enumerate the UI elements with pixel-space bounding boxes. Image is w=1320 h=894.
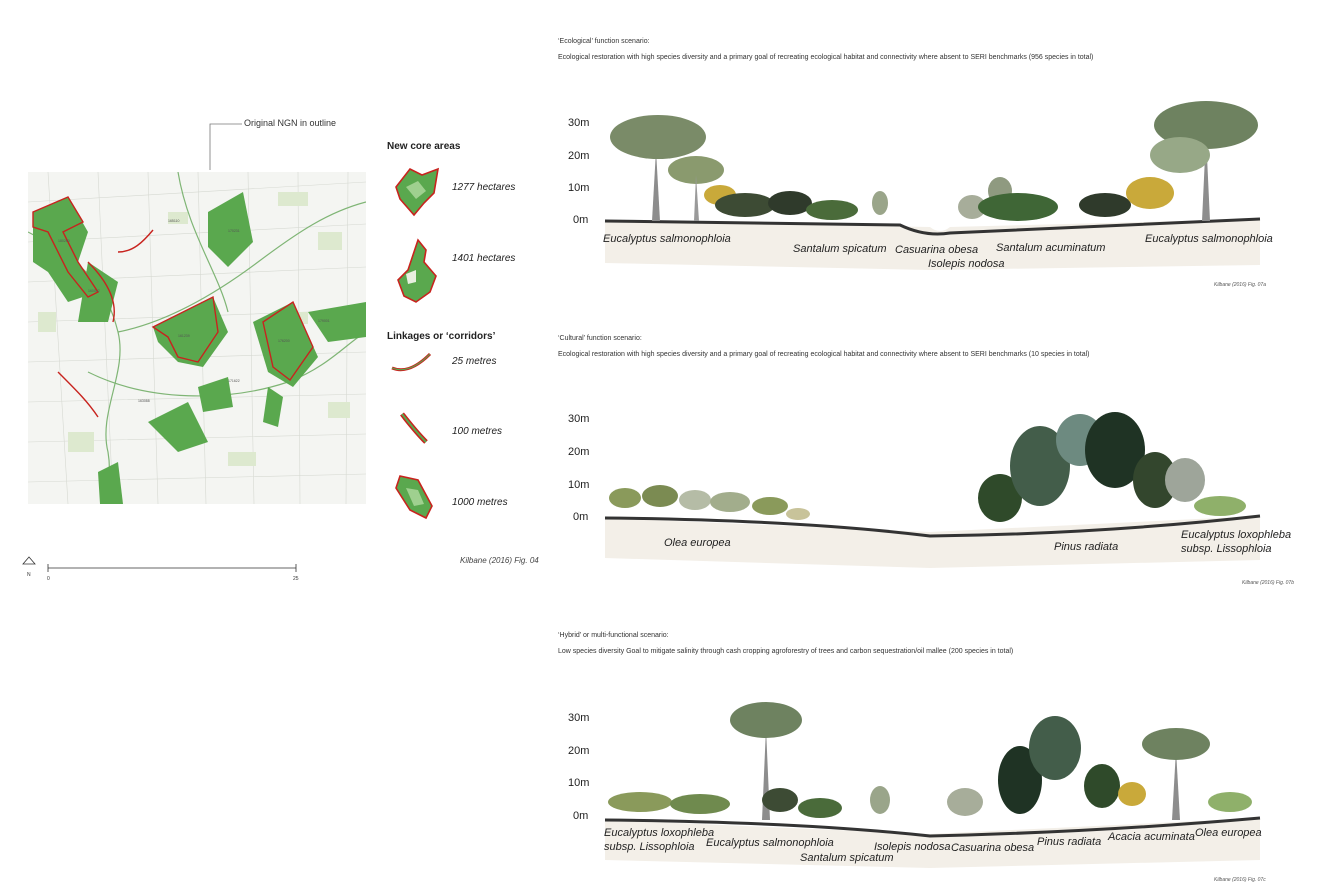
y-label-0m: 0m [573, 214, 589, 226]
species-label: Olea europea [664, 537, 731, 549]
figure-credit: Kilbane (2016) Fig. 07c [1214, 877, 1266, 883]
species-label: Eucalyptus loxophleba [1181, 529, 1292, 541]
callout-leader [209, 123, 242, 170]
legend-linkage-heading: Linkages or ‘corridors’ [387, 331, 496, 342]
species-label: Santalum spicatum [800, 852, 894, 864]
linkage-label-100m: 100 metres [452, 426, 503, 437]
y-label-10m: 10m [568, 777, 590, 789]
ngn-map[interactable]: 180250 161239 176200 170231 163088 160042 17… [28, 172, 366, 504]
scenario-desc-cultural: Ecological restoration with high species… [558, 351, 1090, 358]
linkage-swatch-25m [391, 352, 432, 372]
map-parcel-ids: 180250 161239 176200 170231 163088 160042 17… [58, 219, 330, 403]
species-label: Santalum spicatum [793, 243, 887, 255]
species-label: Isolepis nodosa [928, 258, 1005, 270]
y-label-20m: 20m [568, 150, 590, 162]
y-label-30m: 30m [568, 117, 590, 129]
trees-hybrid [608, 702, 1252, 820]
svg-text:176200: 176200 [278, 339, 290, 343]
species-label: Eucalyptus loxophleba [604, 827, 715, 839]
legend-core-heading: New core areas [387, 141, 461, 152]
north-label: N [27, 572, 31, 578]
map-credit: Kilbane (2016) Fig. 04 [460, 556, 539, 565]
trees-cultural [609, 412, 1246, 522]
map-paddocks [38, 192, 350, 466]
species-label: Olea europea [1195, 827, 1262, 839]
scale-bar [47, 564, 297, 572]
figure-credit: Kilbane (2016) Fig. 07b [1242, 580, 1294, 586]
y-label-30m: 30m [568, 712, 590, 724]
ground-fill [605, 219, 1260, 270]
svg-text:161239: 161239 [178, 334, 190, 338]
north-arrow-icon [22, 556, 36, 565]
section-cultural [604, 412, 1261, 568]
y-label-10m: 10m [568, 479, 590, 491]
map-creeks [28, 172, 366, 504]
y-label-30m: 30m [568, 413, 590, 425]
species-label: Casuarina obesa [951, 842, 1035, 854]
y-label-0m: 0m [573, 511, 589, 523]
section-hybrid [604, 702, 1261, 868]
species-label: Acacia acuminata [1108, 831, 1195, 843]
svg-text:170231: 170231 [228, 229, 240, 233]
species-label: subsp. Lissophloia [604, 841, 695, 853]
species-label: Eucalyptus salmonophloia [706, 837, 834, 849]
map-callout: Original NGN in outline [244, 118, 337, 128]
species-label: Pinus radiata [1037, 836, 1102, 848]
species-label: Pinus radiata [1054, 541, 1119, 553]
species-label: Eucalyptus salmonophloia [603, 233, 731, 245]
svg-text:160042: 160042 [88, 289, 100, 293]
svg-text:179001: 179001 [318, 319, 330, 323]
species-label: Isolepis nodosa [874, 841, 951, 853]
scenario-title-ecological: ‘Ecological’ function scenario: [558, 38, 650, 45]
y-label-10m: 10m [568, 182, 590, 194]
figure-credit: Kilbane (2016) Fig. 07a [1214, 282, 1266, 288]
scenario-desc-ecological: Ecological restoration with high species… [558, 54, 1094, 61]
y-label-20m: 20m [568, 745, 590, 757]
svg-text:163088: 163088 [138, 399, 150, 403]
core-swatch-1277 [395, 167, 440, 217]
map-ngn-outline [32, 196, 314, 418]
y-label-0m: 0m [573, 810, 589, 822]
scenario-title-hybrid: ‘Hybrid’ or multi-functional scenario: [558, 632, 669, 639]
ground-line [604, 816, 1261, 838]
scenario-desc-hybrid: Low species diversity Goal to mitigate s… [558, 648, 1014, 655]
map-graphic: 180250 161239 176200 170231 163088 160042 17… [28, 172, 366, 504]
linkage-swatch-1000m [395, 475, 433, 520]
svg-text:165110: 165110 [168, 219, 179, 223]
species-label: Casuarina obesa [895, 244, 979, 256]
species-label: Eucalyptus salmonophloia [1145, 233, 1273, 245]
linkage-swatch-100m [400, 412, 428, 444]
y-label-20m: 20m [568, 446, 590, 458]
ground-line [604, 217, 1261, 236]
trees-ecological [610, 101, 1258, 221]
ground-line [604, 514, 1261, 538]
linkage-label-25m: 25 metres [452, 356, 497, 367]
svg-text:171622: 171622 [228, 379, 240, 383]
scale-start: 0 [47, 576, 50, 582]
species-label: subsp. Lissophloia [1181, 543, 1272, 555]
scenario-title-cultural: ‘Cultural’ function scenario: [558, 335, 642, 342]
svg-text:180250: 180250 [58, 239, 70, 243]
species-label: Santalum acuminatum [996, 242, 1106, 254]
core-swatch-1401 [397, 238, 437, 303]
section-ecological [604, 101, 1261, 270]
scale-end: 25 [293, 576, 299, 582]
core-label-1277: 1277 hectares [452, 182, 516, 193]
linkage-label-1000m: 1000 metres [452, 497, 508, 508]
core-label-1401: 1401 hectares [452, 253, 516, 264]
